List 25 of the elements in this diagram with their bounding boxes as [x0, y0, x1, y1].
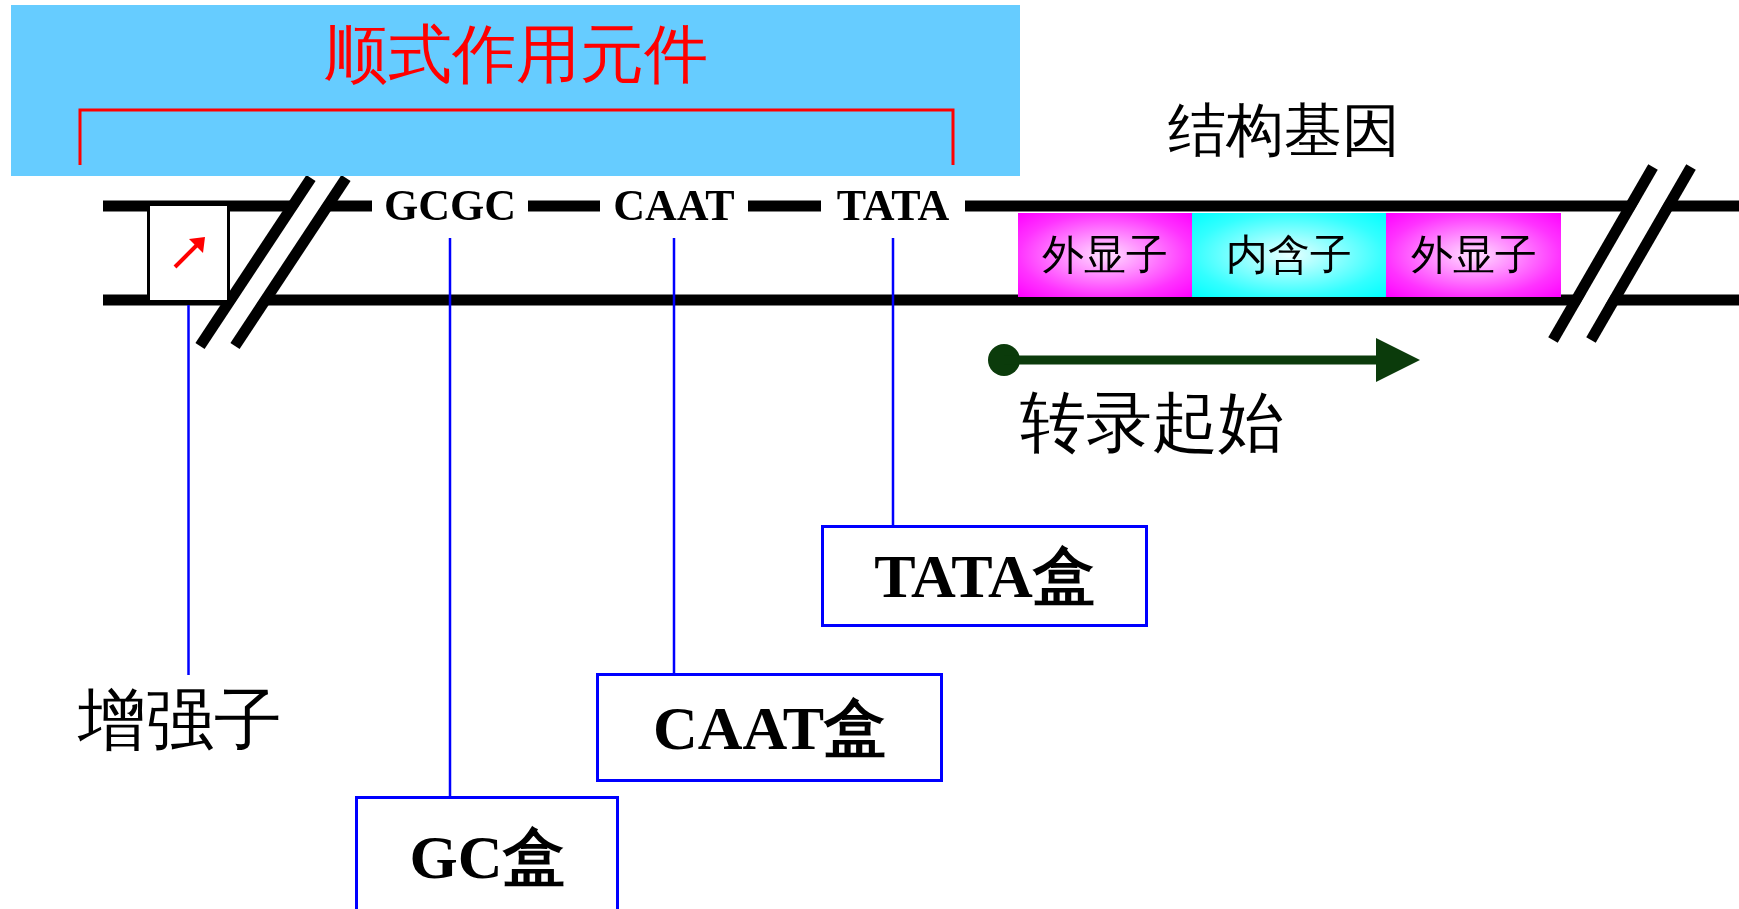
leader-line [672, 238, 676, 673]
transcription-start-label: 转录起始 [1020, 385, 1284, 461]
exon-block [1018, 213, 1192, 297]
node-text: CAAT盒 [652, 696, 887, 759]
node-text: TATA [836, 184, 950, 228]
leader-line [187, 305, 190, 675]
node-text: TATA盒 [874, 545, 1095, 607]
box-label [355, 796, 619, 909]
intron-block [1192, 213, 1386, 297]
node-text: 外显子 [1410, 234, 1537, 276]
enhancer-box [147, 206, 230, 300]
cis-element-banner [11, 5, 1020, 176]
leader-line [891, 238, 895, 525]
node-text: GC盒 [409, 825, 565, 888]
node-text: 外显子 [1042, 234, 1168, 276]
node-text: GCGC [384, 184, 516, 228]
node-text: 内含子 [1226, 234, 1352, 276]
node-text: CAAT [613, 184, 735, 228]
title-text: 顺式作用元件 [323, 23, 708, 87]
box-label [821, 525, 1148, 627]
node-text: 增强子 [78, 686, 282, 754]
structural-gene-label: 结构基因 [1168, 97, 1400, 165]
box-label [596, 673, 943, 782]
exon-block [1386, 213, 1561, 297]
leader-line [448, 238, 452, 796]
